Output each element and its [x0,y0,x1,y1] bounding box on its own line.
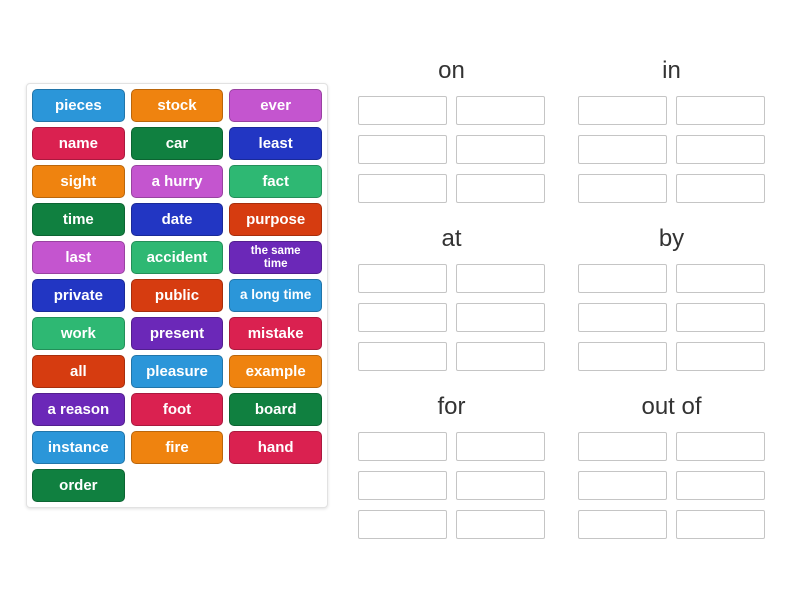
word-tile[interactable]: fire [130,431,224,464]
category-group: in [578,57,765,203]
word-tile[interactable]: public [130,279,224,312]
word-tile[interactable]: ever [229,89,322,122]
word-tile[interactable]: order [32,469,125,502]
category-label: in [662,57,681,84]
word-tile[interactable]: last [32,241,125,274]
word-tile[interactable]: hand [229,431,322,464]
drop-slot[interactable] [456,303,545,332]
drop-slot[interactable] [578,96,667,125]
drop-slot[interactable] [676,135,765,164]
drop-slot[interactable] [676,303,765,332]
drop-slot[interactable] [676,96,765,125]
drop-slot[interactable] [676,471,765,500]
slot-grid [578,264,765,371]
word-tile[interactable]: mistake [229,317,322,350]
drop-slot[interactable] [456,174,545,203]
category-label: on [438,57,465,84]
drop-slot[interactable] [578,174,667,203]
word-tile[interactable]: accident [130,241,224,274]
slot-grid [578,96,765,203]
drop-slot[interactable] [358,510,447,539]
word-tile[interactable]: a long time [229,279,322,312]
word-tile[interactable]: pleasure [130,355,224,388]
word-tile[interactable]: name [32,127,125,160]
word-tile[interactable]: present [130,317,224,350]
word-tile[interactable]: all [32,355,125,388]
drop-slot[interactable] [578,135,667,164]
drop-slot[interactable] [456,264,545,293]
drop-slot[interactable] [456,510,545,539]
drop-slot[interactable] [676,342,765,371]
word-tile[interactable]: the same time [229,241,322,274]
word-tile[interactable]: car [130,127,224,160]
drop-slot[interactable] [358,174,447,203]
word-tile[interactable]: stock [130,89,224,122]
word-tile[interactable]: time [32,203,125,236]
word-tile[interactable]: example [229,355,322,388]
drop-slot[interactable] [358,303,447,332]
word-tile[interactable]: a hurry [130,165,224,198]
drop-slot[interactable] [456,342,545,371]
word-tile[interactable]: fact [229,165,322,198]
drop-slot[interactable] [578,264,667,293]
drop-slot[interactable] [578,510,667,539]
category-groups: on in at by for out of [358,57,765,539]
drop-slot[interactable] [358,471,447,500]
word-tile[interactable]: a reason [32,393,125,426]
category-label: at [441,225,462,252]
word-tile[interactable]: instance [32,431,125,464]
drop-slot[interactable] [456,471,545,500]
word-tile[interactable]: date [130,203,224,236]
category-group: at [358,225,545,371]
word-tile[interactable]: work [32,317,125,350]
drop-slot[interactable] [578,303,667,332]
category-label: by [658,225,685,252]
drop-slot[interactable] [578,342,667,371]
word-tile[interactable]: foot [130,393,224,426]
drop-slot[interactable] [578,471,667,500]
category-label: for [437,393,466,420]
category-group: out of [578,393,765,539]
category-group: by [578,225,765,371]
word-tile[interactable]: sight [32,165,125,198]
slot-grid [358,432,545,539]
drop-slot[interactable] [358,135,447,164]
slot-grid [358,264,545,371]
drop-slot[interactable] [456,96,545,125]
drop-slot[interactable] [456,432,545,461]
category-label: out of [641,393,702,420]
drop-slot[interactable] [358,264,447,293]
word-tile[interactable]: private [32,279,125,312]
slot-grid [358,96,545,203]
drop-slot[interactable] [676,432,765,461]
category-group: on [358,57,545,203]
word-tile[interactable]: purpose [229,203,322,236]
category-group: for [358,393,545,539]
drop-slot[interactable] [358,96,447,125]
drop-slot[interactable] [676,510,765,539]
drop-slot[interactable] [578,432,667,461]
word-tile[interactable]: board [229,393,322,426]
slot-grid [578,432,765,539]
word-tile[interactable]: least [229,127,322,160]
drop-slot[interactable] [358,432,447,461]
drop-slot[interactable] [676,174,765,203]
drop-slot[interactable] [456,135,545,164]
drop-slot[interactable] [358,342,447,371]
drop-slot[interactable] [676,264,765,293]
word-tile[interactable]: pieces [32,89,125,122]
